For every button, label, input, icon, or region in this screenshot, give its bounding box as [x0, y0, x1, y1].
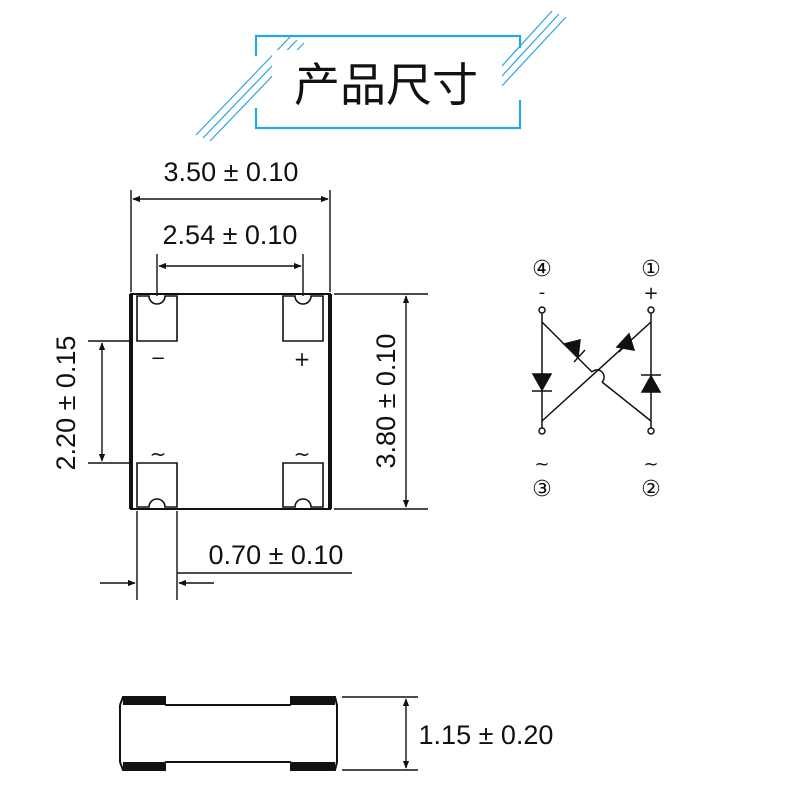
- top-view: [88, 190, 428, 600]
- pin3-label: ③: [532, 477, 552, 502]
- pad-width-dimension: [100, 511, 352, 600]
- thickness-dimension: [342, 696, 418, 771]
- pin3-sign: ~: [534, 454, 549, 475]
- pad-pitch-label: 2.20 ± 0.15: [51, 336, 81, 471]
- pitch-label: 2.54 ± 0.10: [163, 220, 298, 250]
- banner-frame: [254, 34, 522, 130]
- pad-bottom-left: [136, 462, 178, 508]
- width-dimension: [130, 190, 331, 292]
- width-label: 3.50 ± 0.10: [164, 157, 299, 187]
- pad-bottom-right: [282, 462, 324, 508]
- side-body: [119, 696, 338, 771]
- plus-mark: +: [294, 347, 311, 371]
- pin1-label: ①: [641, 257, 661, 282]
- minus-mark: −: [150, 348, 165, 369]
- pad-width-label: 0.70 ± 0.10: [209, 540, 344, 570]
- pin2-sign: ~: [643, 454, 658, 475]
- pin4-label: ④: [532, 257, 552, 282]
- title-banner: 产品尺寸: [195, 10, 567, 142]
- pad-top-left: [136, 295, 178, 342]
- page-title: 产品尺寸: [294, 58, 478, 112]
- pitch-dimension: [156, 254, 304, 296]
- pad-pitch-dimension: [88, 340, 129, 464]
- side-view: [119, 696, 418, 771]
- bridge-schematic: [531, 306, 662, 435]
- package-body: [130, 293, 331, 510]
- thickness-label: 1.15 ± 0.20: [419, 720, 554, 750]
- height-label: 3.80 ± 0.10: [371, 334, 401, 469]
- ac-mark-right: ~: [294, 442, 311, 466]
- ac-mark-left: ~: [150, 442, 167, 466]
- pin4-sign: -: [539, 282, 546, 303]
- height-dimension: [334, 293, 428, 510]
- pin2-label: ②: [641, 477, 661, 502]
- pin1-sign: +: [643, 283, 658, 304]
- pad-top-right: [282, 295, 324, 342]
